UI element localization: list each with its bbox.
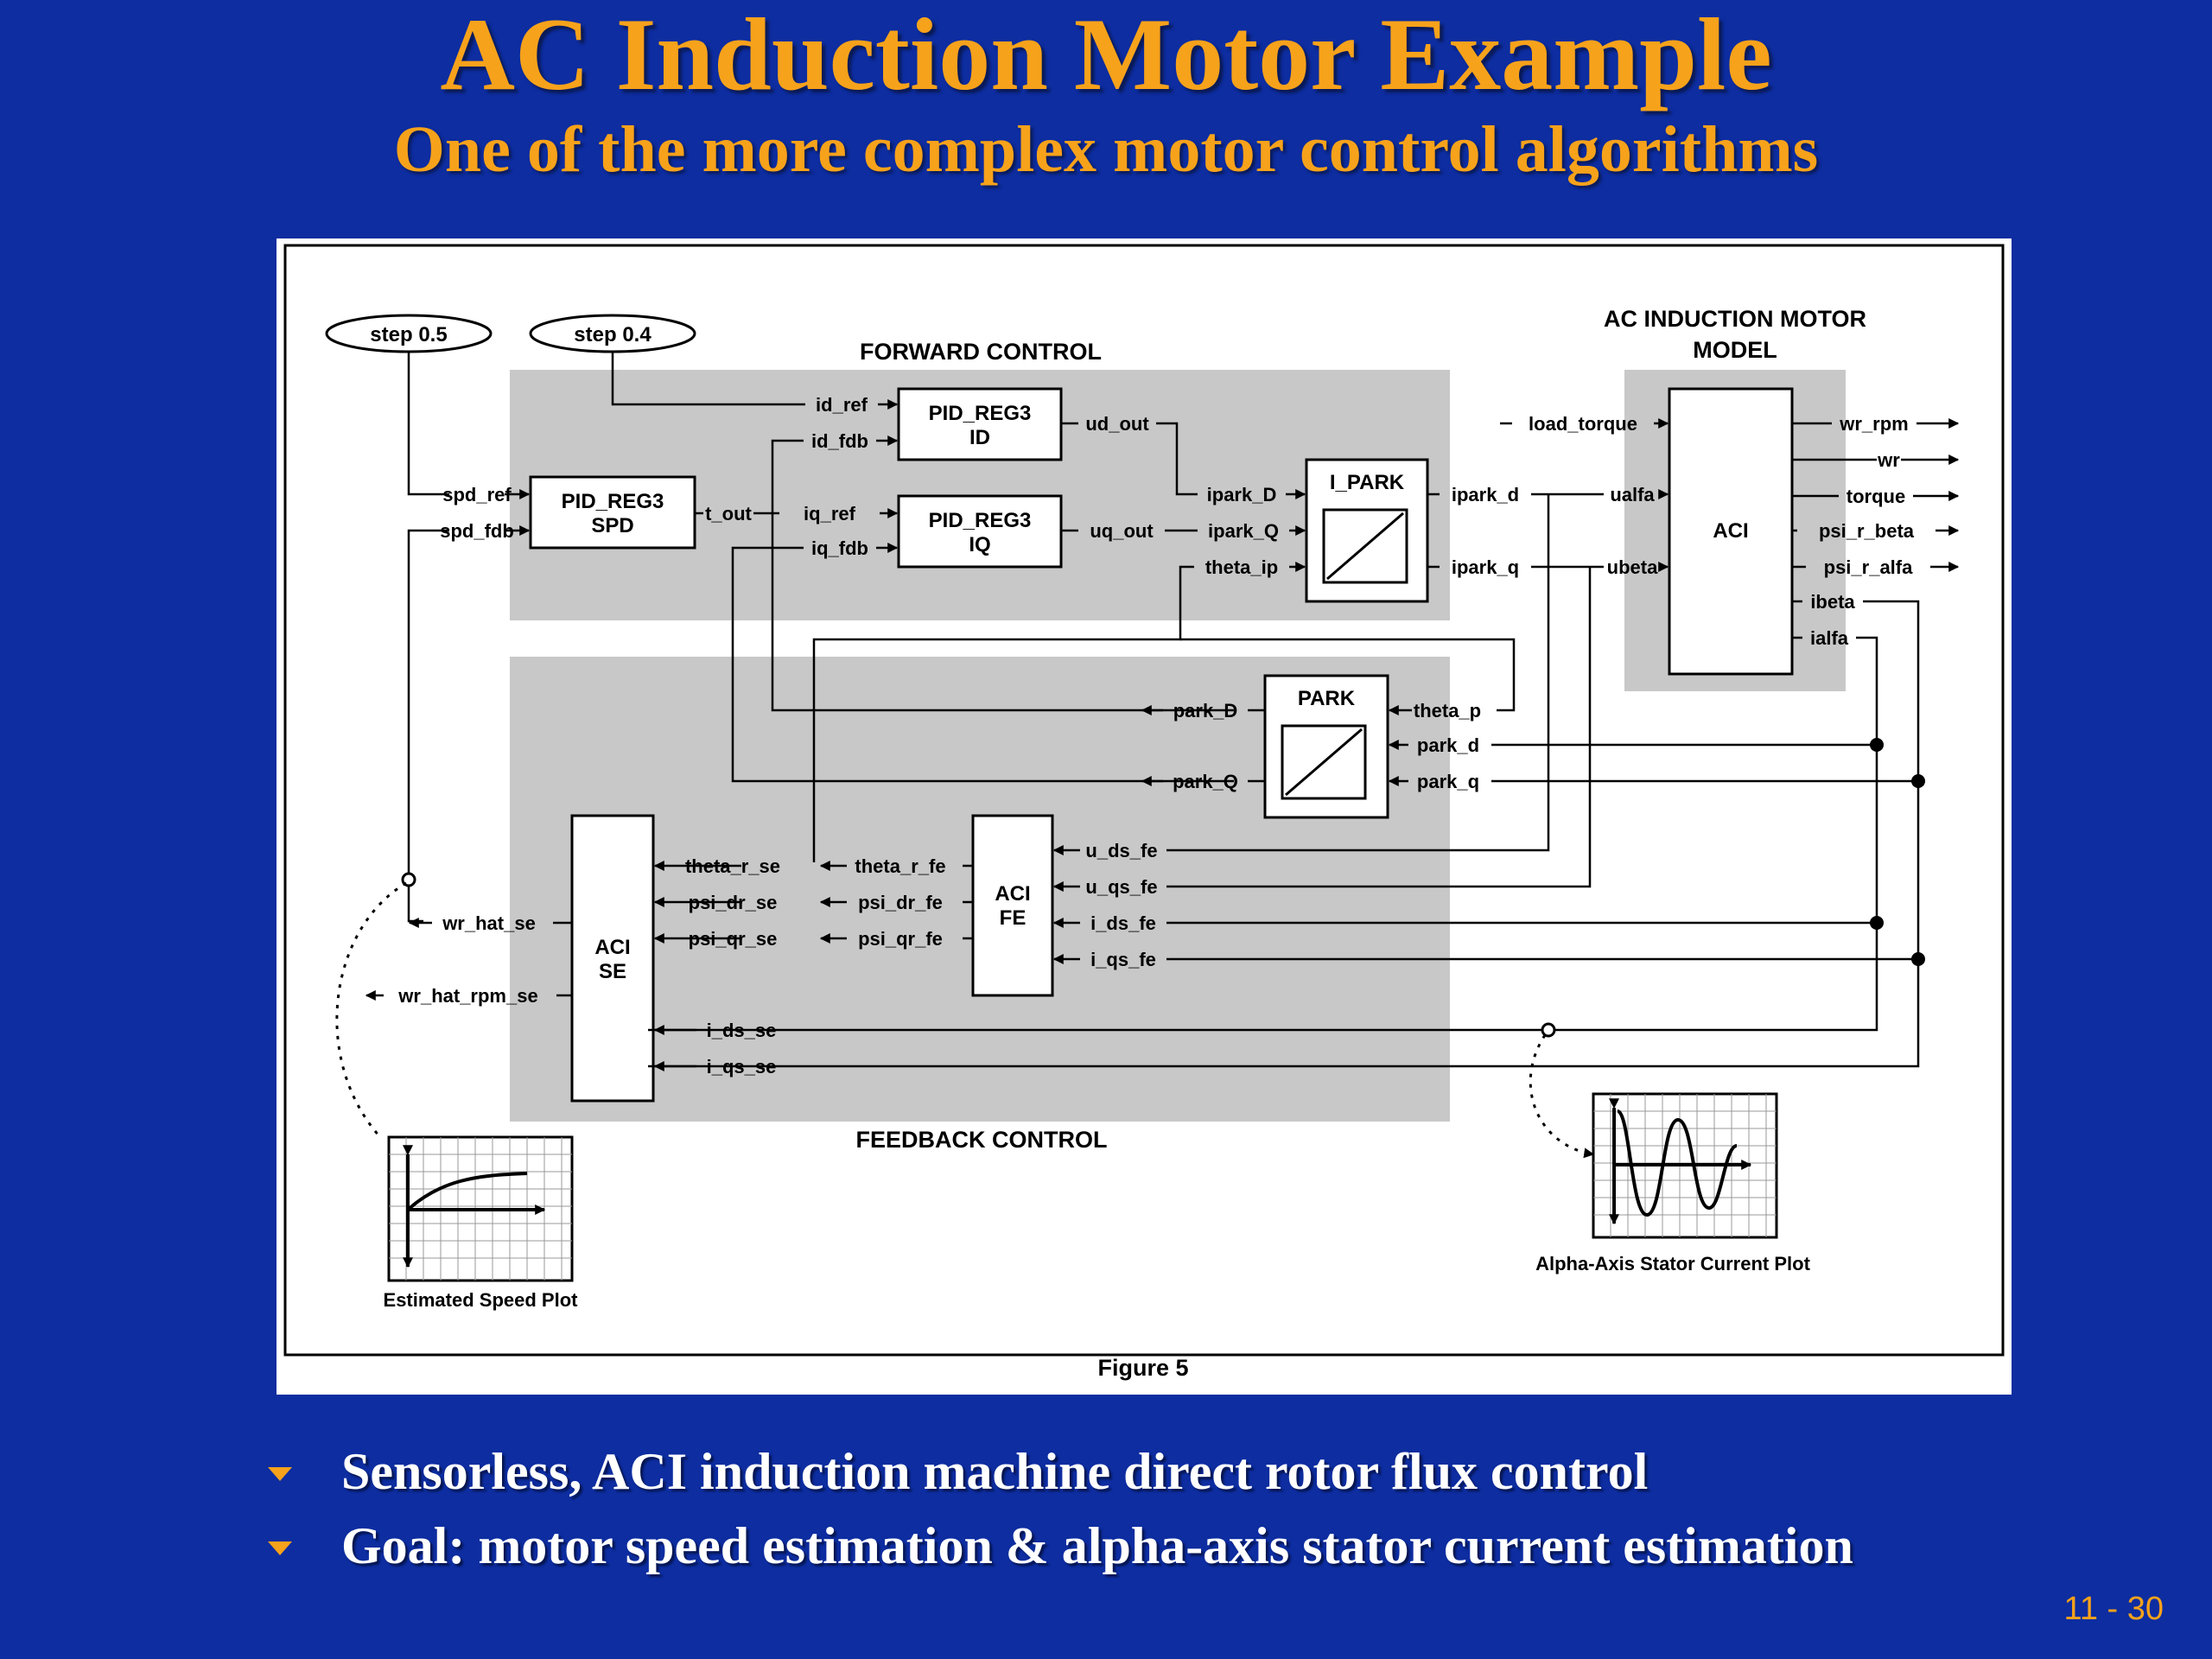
pid-iq-block bbox=[897, 494, 1063, 569]
sig-park-D: park_D bbox=[1173, 700, 1238, 721]
pid-id-sub: ID bbox=[969, 426, 990, 449]
pid-iq-sub: IQ bbox=[969, 533, 990, 556]
sig-ubeta: ubeta bbox=[1607, 556, 1658, 578]
sig-psi-r-alfa: psi_r_alfa bbox=[1824, 556, 1913, 578]
sig-spd-ref: spd_ref bbox=[442, 484, 512, 505]
sig-ipark-Q: ipark_Q bbox=[1208, 520, 1279, 542]
sig-park-q: park_q bbox=[1417, 771, 1479, 792]
motor-model-label-2: MODEL bbox=[1693, 337, 1777, 363]
aci-se-sub: SE bbox=[599, 960, 626, 983]
sig-ualfa: ualfa bbox=[1610, 484, 1655, 505]
sig-iq-fdb: iq_fdb bbox=[811, 537, 868, 559]
aci-fe-block bbox=[971, 814, 1054, 997]
sig-wr-hat-rpm-se: wr_hat_rpm_se bbox=[397, 985, 537, 1007]
feedback-control-label: FEEDBACK CONTROL bbox=[856, 1127, 1108, 1153]
bullet-text: Sensorless, ACI induction machine direct… bbox=[341, 1443, 1649, 1500]
current-plot-scope bbox=[1592, 1092, 1778, 1239]
sig-park-Q: park_Q bbox=[1173, 771, 1238, 792]
sig-theta-p: theta_p bbox=[1414, 700, 1481, 721]
sig-ud-out: ud_out bbox=[1085, 413, 1149, 435]
triangle-bullet-icon bbox=[268, 1467, 292, 1481]
speed-plot-caption: Estimated Speed Plot bbox=[384, 1289, 579, 1311]
sig-psi-qr-fe: psi_qr_fe bbox=[858, 928, 943, 950]
sig-i-qs-fe: i_qs_fe bbox=[1090, 949, 1156, 970]
sig-psi-qr-se: psi_qr_se bbox=[689, 928, 778, 950]
motor-model-label-1: AC INDUCTION MOTOR bbox=[1604, 306, 1866, 332]
block-diagram-svg: FORWARD CONTROL FEEDBACK CONTROL AC INDU… bbox=[283, 244, 2005, 1381]
pid-spd-title: PID_REG3 bbox=[562, 490, 664, 513]
sig-i-qs-se: i_qs_se bbox=[707, 1056, 777, 1077]
aci-se-block bbox=[570, 814, 655, 1103]
sig-u-qs-fe: u_qs_fe bbox=[1085, 876, 1157, 898]
triangle-bullet-icon bbox=[268, 1541, 292, 1555]
pid-id-block bbox=[897, 387, 1063, 461]
aci-title: ACI bbox=[1713, 519, 1748, 543]
sig-t-out: t_out bbox=[705, 503, 752, 524]
sig-wr-rpm: wr_rpm bbox=[1839, 413, 1908, 435]
sig-ialfa: ialfa bbox=[1810, 627, 1849, 649]
sig-theta-r-se: theta_r_se bbox=[685, 855, 780, 877]
sig-torque: torque bbox=[1847, 486, 1905, 507]
sig-theta-r-fe: theta_r_fe bbox=[855, 855, 945, 877]
aci-se-title: ACI bbox=[594, 936, 630, 959]
sig-wr: wr bbox=[1877, 449, 1900, 471]
sig-psi-r-beta: psi_r_beta bbox=[1819, 520, 1915, 542]
aci-fe-title: ACI bbox=[995, 882, 1030, 906]
current-plot-caption: Alpha-Axis Stator Current Plot bbox=[1535, 1253, 1810, 1274]
pid-iq-title: PID_REG3 bbox=[929, 509, 1032, 532]
sig-iq-ref: iq_ref bbox=[804, 503, 856, 524]
bullet-text: Goal: motor speed estimation & alpha-axi… bbox=[341, 1517, 1853, 1574]
sig-park-d: park_d bbox=[1417, 734, 1479, 756]
sig-uq-out: uq_out bbox=[1090, 520, 1154, 542]
sig-ipark-q: ipark_q bbox=[1452, 556, 1519, 578]
sig-wr-hat-se: wr_hat_se bbox=[442, 912, 536, 934]
bullet-item: Goal: motor speed estimation & alpha-axi… bbox=[259, 1509, 2074, 1583]
page-number: 11 - 30 bbox=[2063, 1591, 2164, 1627]
aci-fe-sub: FE bbox=[1000, 906, 1027, 930]
step-label-spd: step 0.5 bbox=[370, 323, 447, 346]
bullet-item: Sensorless, ACI induction machine direct… bbox=[259, 1434, 2074, 1509]
sig-spd-fdb: spd_fdb bbox=[440, 520, 514, 542]
sig-psi-dr-se: psi_dr_se bbox=[689, 892, 778, 913]
block-diagram-figure: FORWARD CONTROL FEEDBACK CONTROL AC INDU… bbox=[276, 238, 2012, 1395]
bullet-list: Sensorless, ACI induction machine direct… bbox=[259, 1434, 2074, 1583]
slide-title: AC Induction Motor Example bbox=[440, 0, 1772, 111]
figure-caption: Figure 5 bbox=[1097, 1355, 1188, 1381]
sig-i-ds-fe: i_ds_fe bbox=[1090, 912, 1156, 934]
speed-plot-scope bbox=[387, 1135, 574, 1282]
park-title: PARK bbox=[1298, 687, 1356, 710]
forward-control-label: FORWARD CONTROL bbox=[860, 339, 1102, 365]
sig-i-ds-se: i_ds_se bbox=[707, 1020, 777, 1041]
sig-id-ref: id_ref bbox=[816, 394, 868, 416]
pid-id-title: PID_REG3 bbox=[929, 402, 1032, 425]
sig-ibeta: ibeta bbox=[1810, 591, 1855, 613]
sig-ipark-D: ipark_D bbox=[1207, 484, 1277, 505]
sig-psi-dr-fe: psi_dr_fe bbox=[858, 892, 943, 913]
step-label-id: step 0.4 bbox=[574, 323, 652, 346]
aci-motor-block bbox=[1668, 387, 1794, 676]
sig-id-fdb: id_fdb bbox=[811, 430, 868, 452]
sig-theta-ip: theta_ip bbox=[1205, 556, 1278, 578]
sig-ipark-d: ipark_d bbox=[1452, 484, 1519, 505]
pid-spd-sub: SPD bbox=[591, 514, 633, 537]
slide-subtitle: One of the more complex motor control al… bbox=[393, 113, 1819, 186]
sig-u-ds-fe: u_ds_fe bbox=[1085, 840, 1157, 861]
sig-load-torque: load_torque bbox=[1529, 413, 1637, 435]
ipark-title: I_PARK bbox=[1330, 471, 1405, 494]
